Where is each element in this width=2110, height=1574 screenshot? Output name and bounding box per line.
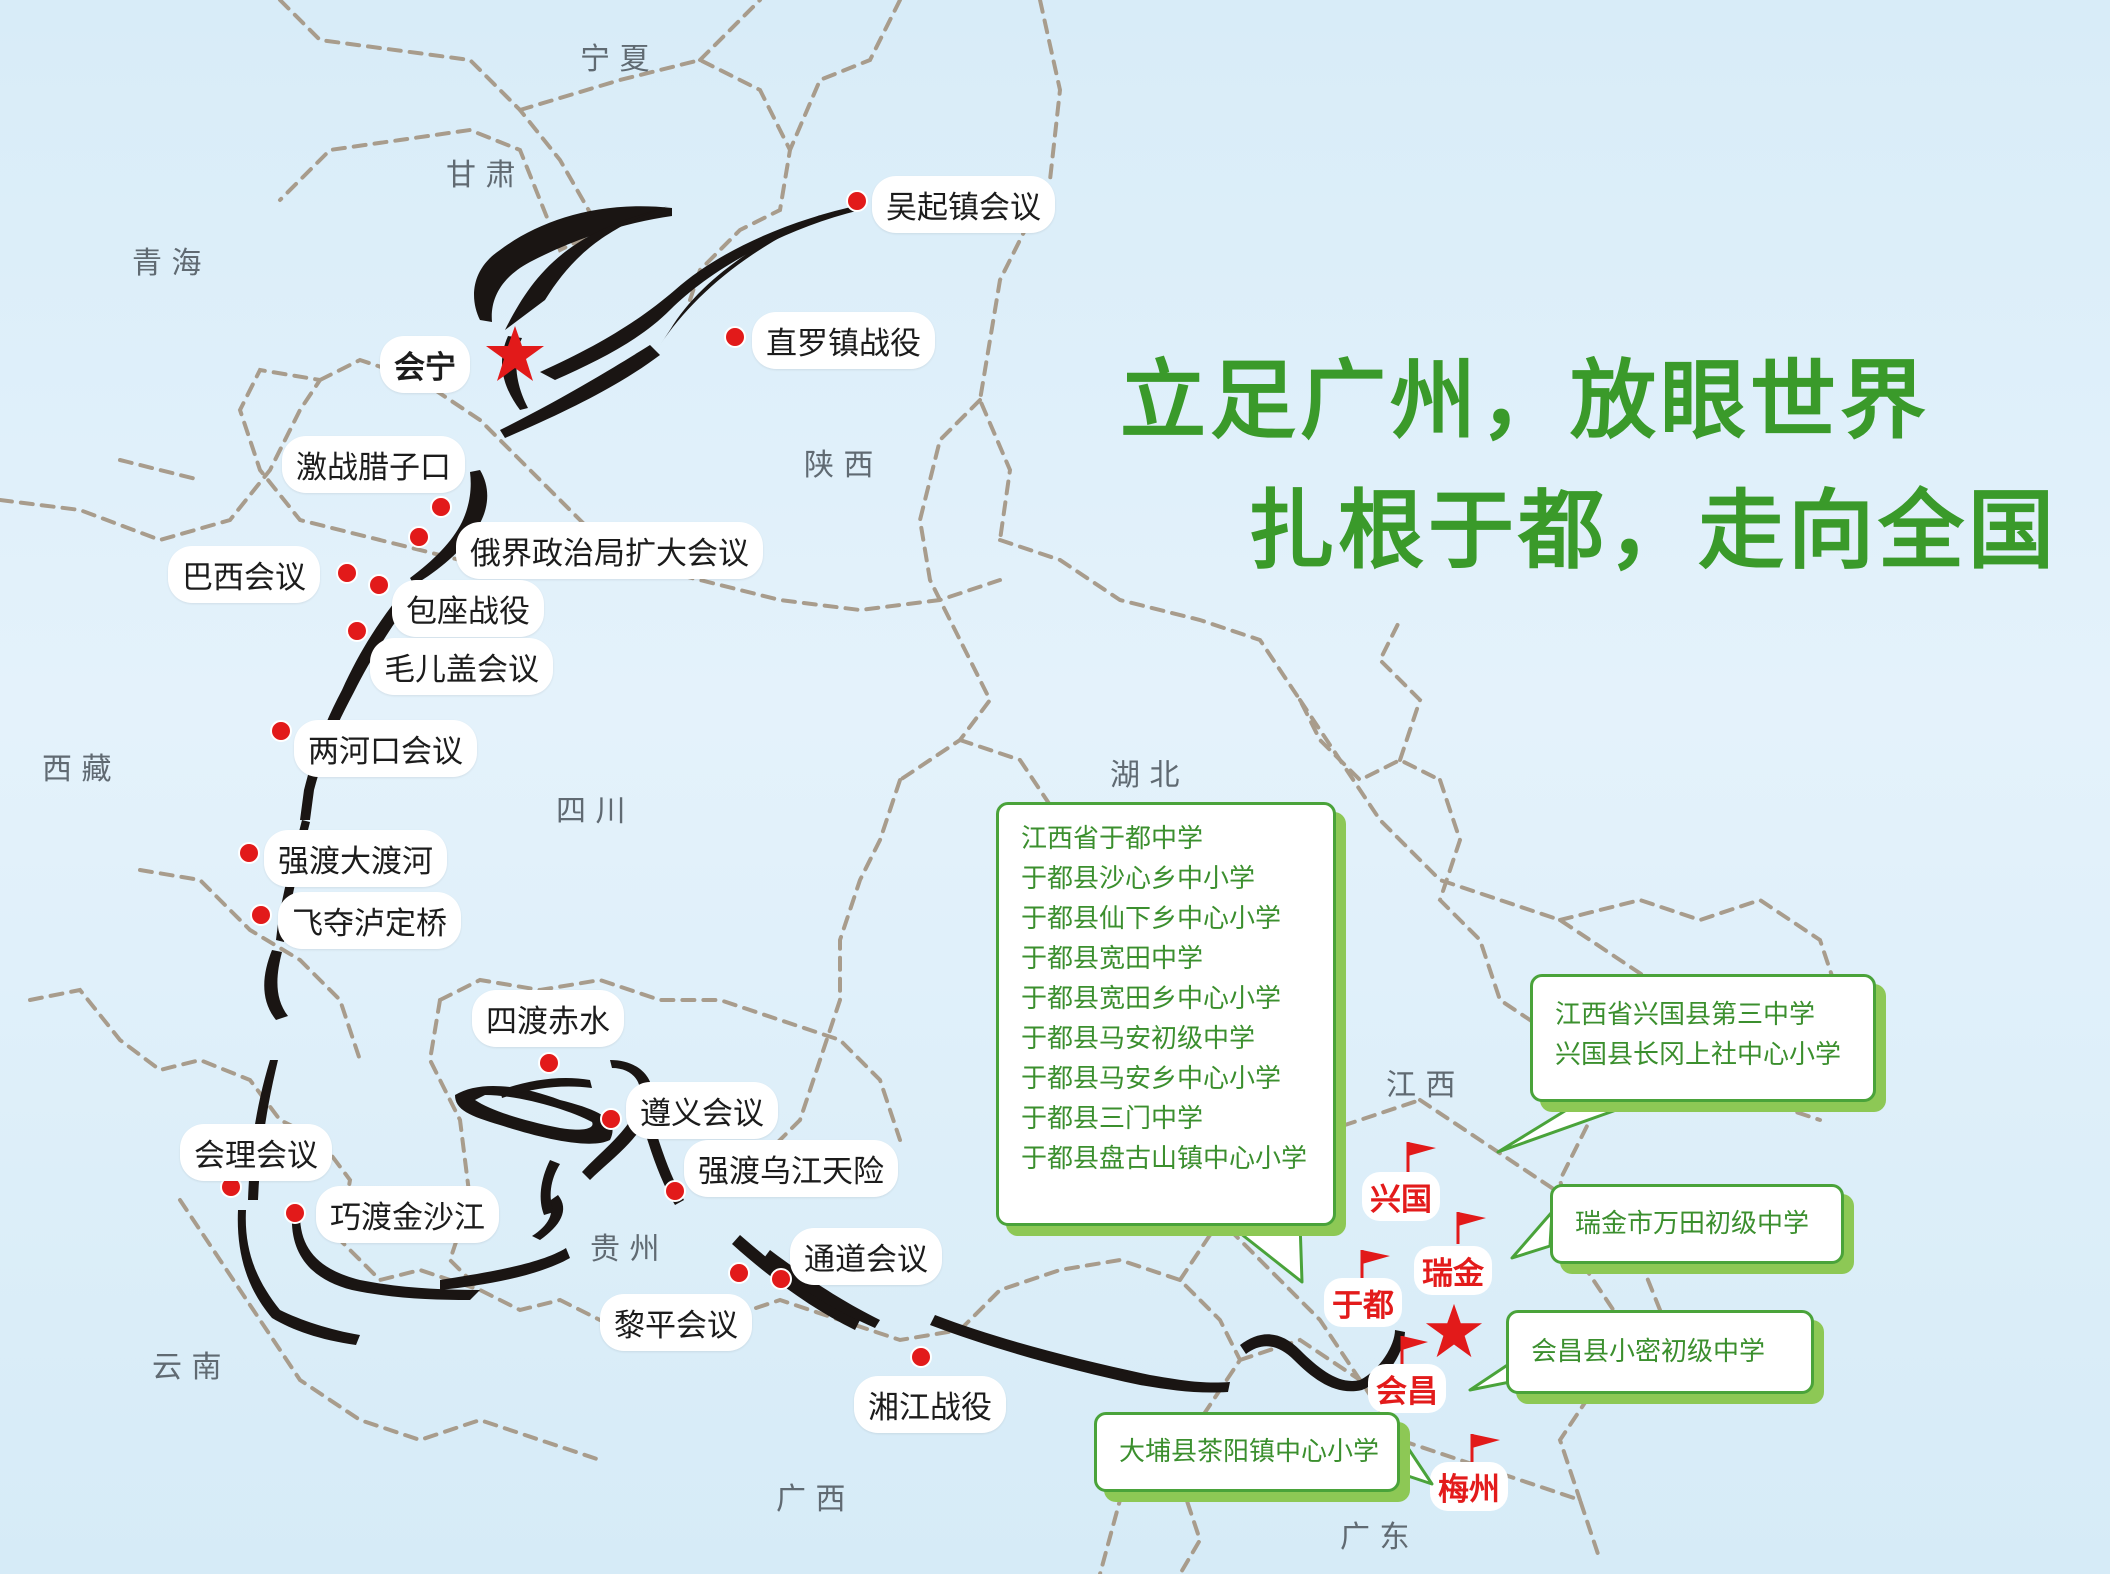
place-label-jinshajiang: 巧渡金沙江 (316, 1186, 499, 1243)
marker-dot-wujiang (664, 1180, 686, 1202)
marker-dot-ludingqiao (250, 904, 272, 926)
school-item: 江西省于都中学 (1021, 824, 1204, 854)
place-label-wujiang: 强渡乌江天险 (684, 1140, 898, 1197)
city-label-xingguo: 兴国 (1362, 1172, 1440, 1221)
province-label-yunnan: 云 南 (152, 1350, 222, 1385)
marker-dot-sidu (538, 1052, 560, 1074)
place-label-xiangjiang: 湘江战役 (854, 1376, 1006, 1433)
marker-dot-baxi (336, 562, 358, 584)
province-label-gansu: 甘 肃 (446, 158, 516, 193)
school-item: 于都县沙心乡中小学 (1021, 864, 1256, 894)
slogan-line-1: 立足广州，放眼世界 (1120, 351, 1930, 451)
school-item: 于都县宽田乡中心小学 (1021, 984, 1282, 1014)
city-label-huichang: 会昌 (1368, 1364, 1446, 1413)
province-label-ningxia: 宁 夏 (580, 42, 650, 77)
marker-dot-ejie (430, 496, 452, 518)
province-label-jiangxi: 江 西 (1386, 1068, 1456, 1103)
province-label-guangdong: 广 东 (1340, 1520, 1410, 1555)
school-box-xingguo: 江西省兴国县第三中学 兴国县长冈上社中心小学 (1530, 974, 1876, 1102)
slogan-line-2: 扎根于都，走向全国 (1248, 481, 2058, 581)
school-box-dabu: 大埔县茶阳镇中心小学 (1094, 1412, 1400, 1492)
marker-dot-lianghekou (270, 720, 292, 742)
school-item: 江西省兴国县第三中学 (1555, 1000, 1816, 1030)
school-box-yudu: 江西省于都中学 于都县沙心乡中小学 于都县仙下乡中心小学 于都县宽田中学 于都县… (996, 802, 1336, 1226)
marker-dot-baozuo (408, 526, 430, 548)
place-label-baozuo: 包座战役 (392, 580, 544, 637)
school-item: 大埔县茶阳镇中心小学 (1119, 1437, 1380, 1467)
place-label-sidu: 四渡赤水 (472, 990, 624, 1047)
school-item: 会昌县小密初级中学 (1531, 1337, 1766, 1367)
school-item: 于都县盘古山镇中心小学 (1021, 1144, 1308, 1174)
place-label-daduhe: 强渡大渡河 (264, 830, 447, 887)
province-label-shaanxi: 陕 西 (804, 448, 874, 483)
place-label-tongdao: 通道会议 (790, 1228, 942, 1285)
marker-dot-xiangjiang (910, 1346, 932, 1368)
place-label-huining: 会宁 (380, 336, 470, 393)
star-icon-huining (486, 326, 544, 381)
school-item: 于都县宽田中学 (1021, 944, 1204, 974)
place-label-maoergai: 毛儿盖会议 (370, 638, 553, 695)
school-item: 于都县马安乡中心小学 (1021, 1064, 1282, 1094)
place-label-ludingqiao: 飞夺泸定桥 (278, 892, 461, 949)
province-label-qinghai: 青 海 (132, 246, 202, 281)
city-label-meizhou: 梅州 (1430, 1462, 1508, 1511)
province-label-hubei: 湖 北 (1110, 758, 1180, 793)
marker-dot-liping (728, 1262, 750, 1284)
marker-dot-baozuo-2 (368, 574, 390, 596)
star-icon-ruijin (1425, 1303, 1483, 1358)
marker-dot-zunyi (600, 1108, 622, 1130)
province-label-guizhou: 贵 州 (590, 1232, 660, 1267)
province-label-sichuan: 四 川 (556, 794, 626, 829)
marker-dot-tongdao (770, 1268, 792, 1290)
city-label-yudu: 于都 (1324, 1278, 1402, 1327)
marker-dot-daduhe (238, 842, 260, 864)
school-item: 瑞金市万田初级中学 (1575, 1209, 1810, 1239)
place-label-zunyi: 遵义会议 (626, 1082, 778, 1139)
place-label-liping: 黎平会议 (600, 1294, 752, 1351)
province-label-xizang: 西 藏 (42, 752, 112, 787)
school-item: 于都县马安初级中学 (1021, 1024, 1256, 1054)
place-label-wuqizhen: 吴起镇会议 (872, 176, 1055, 233)
place-label-zhiluozhen: 直罗镇战役 (752, 312, 935, 369)
school-box-huichang: 会昌县小密初级中学 (1506, 1310, 1814, 1394)
marker-dot-zhiluozhen (724, 326, 746, 348)
marker-dot-wuqizhen (846, 190, 868, 212)
school-item: 兴国县长冈上社中心小学 (1555, 1040, 1842, 1070)
marker-dot-maoergai (346, 620, 368, 642)
school-item: 于都县仙下乡中心小学 (1021, 904, 1282, 934)
place-label-lazikou: 激战腊子口 (282, 436, 465, 493)
province-label-guangxi: 广 西 (776, 1482, 846, 1517)
place-label-lianghekou: 两河口会议 (294, 720, 477, 777)
place-label-baxi: 巴西会议 (168, 546, 320, 603)
school-box-ruijin: 瑞金市万田初级中学 (1550, 1184, 1844, 1264)
marker-dot-jinshajiang (284, 1202, 306, 1224)
place-label-ejie: 俄界政治局扩大会议 (456, 522, 763, 579)
school-item: 于都县三门中学 (1021, 1104, 1204, 1134)
place-label-huili: 会理会议 (180, 1124, 332, 1181)
city-label-ruijin: 瑞金 (1414, 1246, 1492, 1295)
